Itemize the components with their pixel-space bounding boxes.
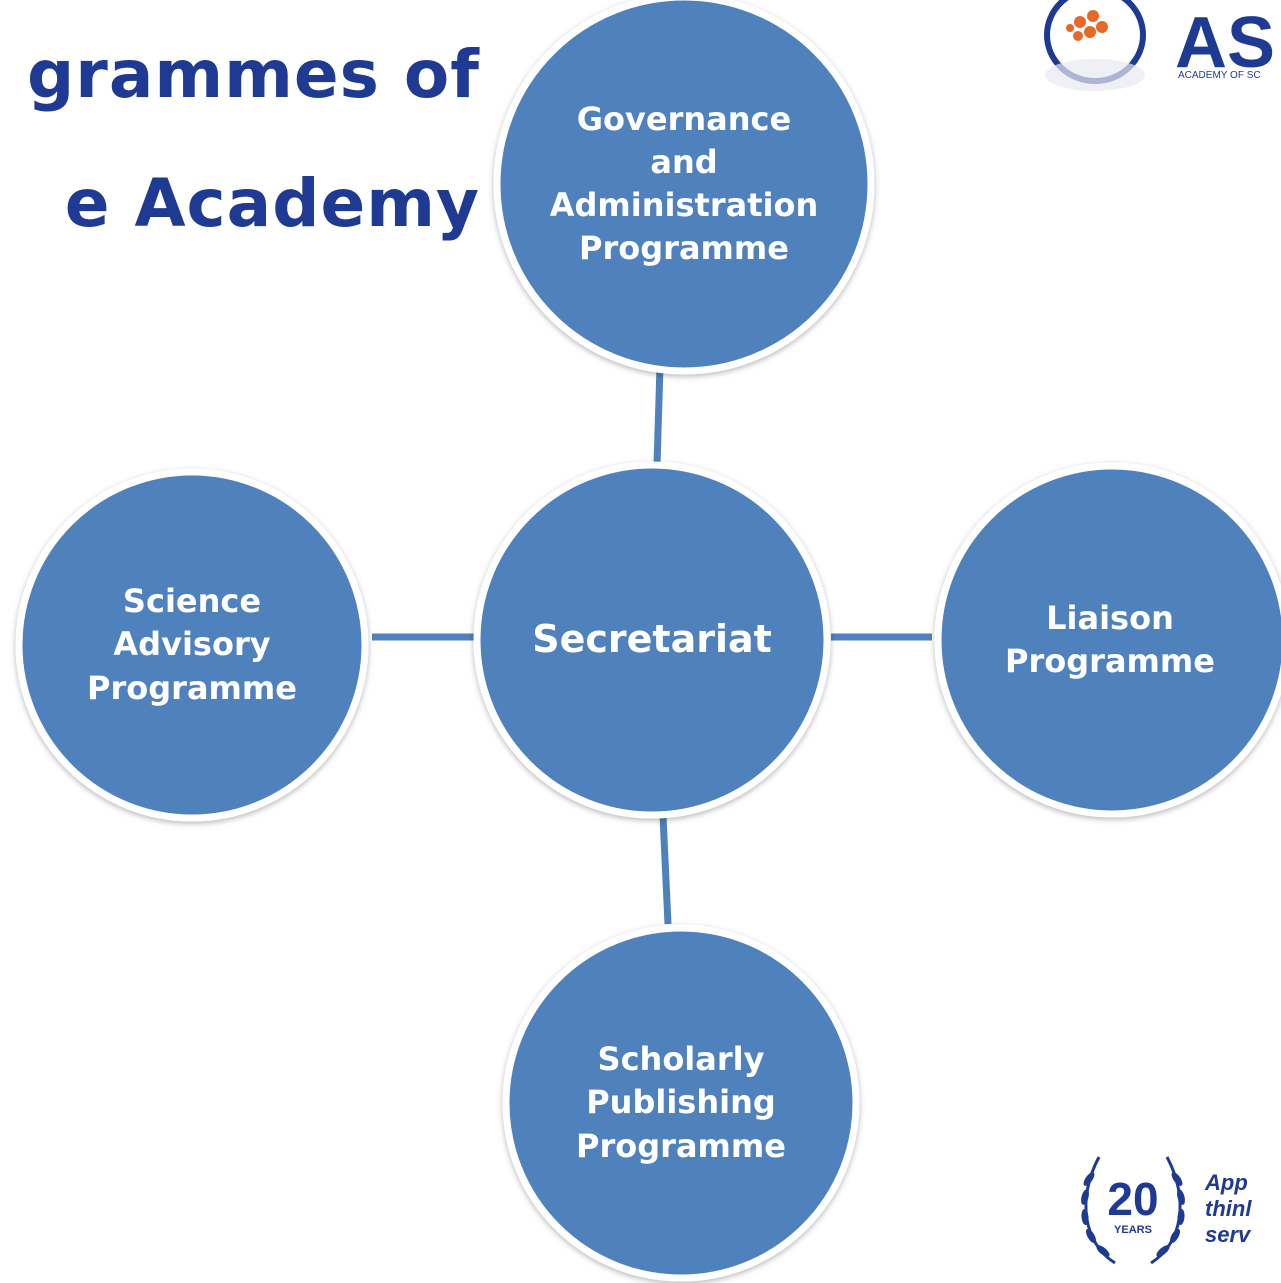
logo-letters: AS: [1175, 3, 1275, 83]
node-top-label: Governance and Administration Programme: [549, 99, 819, 268]
connector-bottom: [659, 815, 672, 925]
node-top-circle: [493, 0, 875, 375]
node-left-label: Science Advisory Programme: [87, 582, 297, 707]
logo-subtitle: ACADEMY OF SC: [1178, 70, 1261, 81]
connector-top: [653, 365, 664, 466]
twenty-years-badge: 20 YEARS: [1081, 1156, 1185, 1265]
badge-tagline: App thinl serv: [1205, 1170, 1252, 1247]
node-right-label: Liaison Programme: [1005, 598, 1215, 680]
page-title-line-1: grammes of: [27, 36, 480, 113]
node-center-label: Secretariat: [532, 617, 772, 662]
node-bottom-circle: [502, 924, 860, 1282]
page-title-line-2: e Academy: [64, 165, 480, 242]
node-center-circle: [473, 461, 831, 819]
badge-label: YEARS: [1114, 1224, 1152, 1236]
assaf-logo: AS: [1044, 0, 1275, 91]
node-bottom-label: Scholarly Publishing Programme: [576, 1040, 786, 1165]
node-left-circle: [15, 468, 369, 822]
node-right-circle: [934, 462, 1281, 818]
badge-number: 20: [1107, 1173, 1158, 1225]
